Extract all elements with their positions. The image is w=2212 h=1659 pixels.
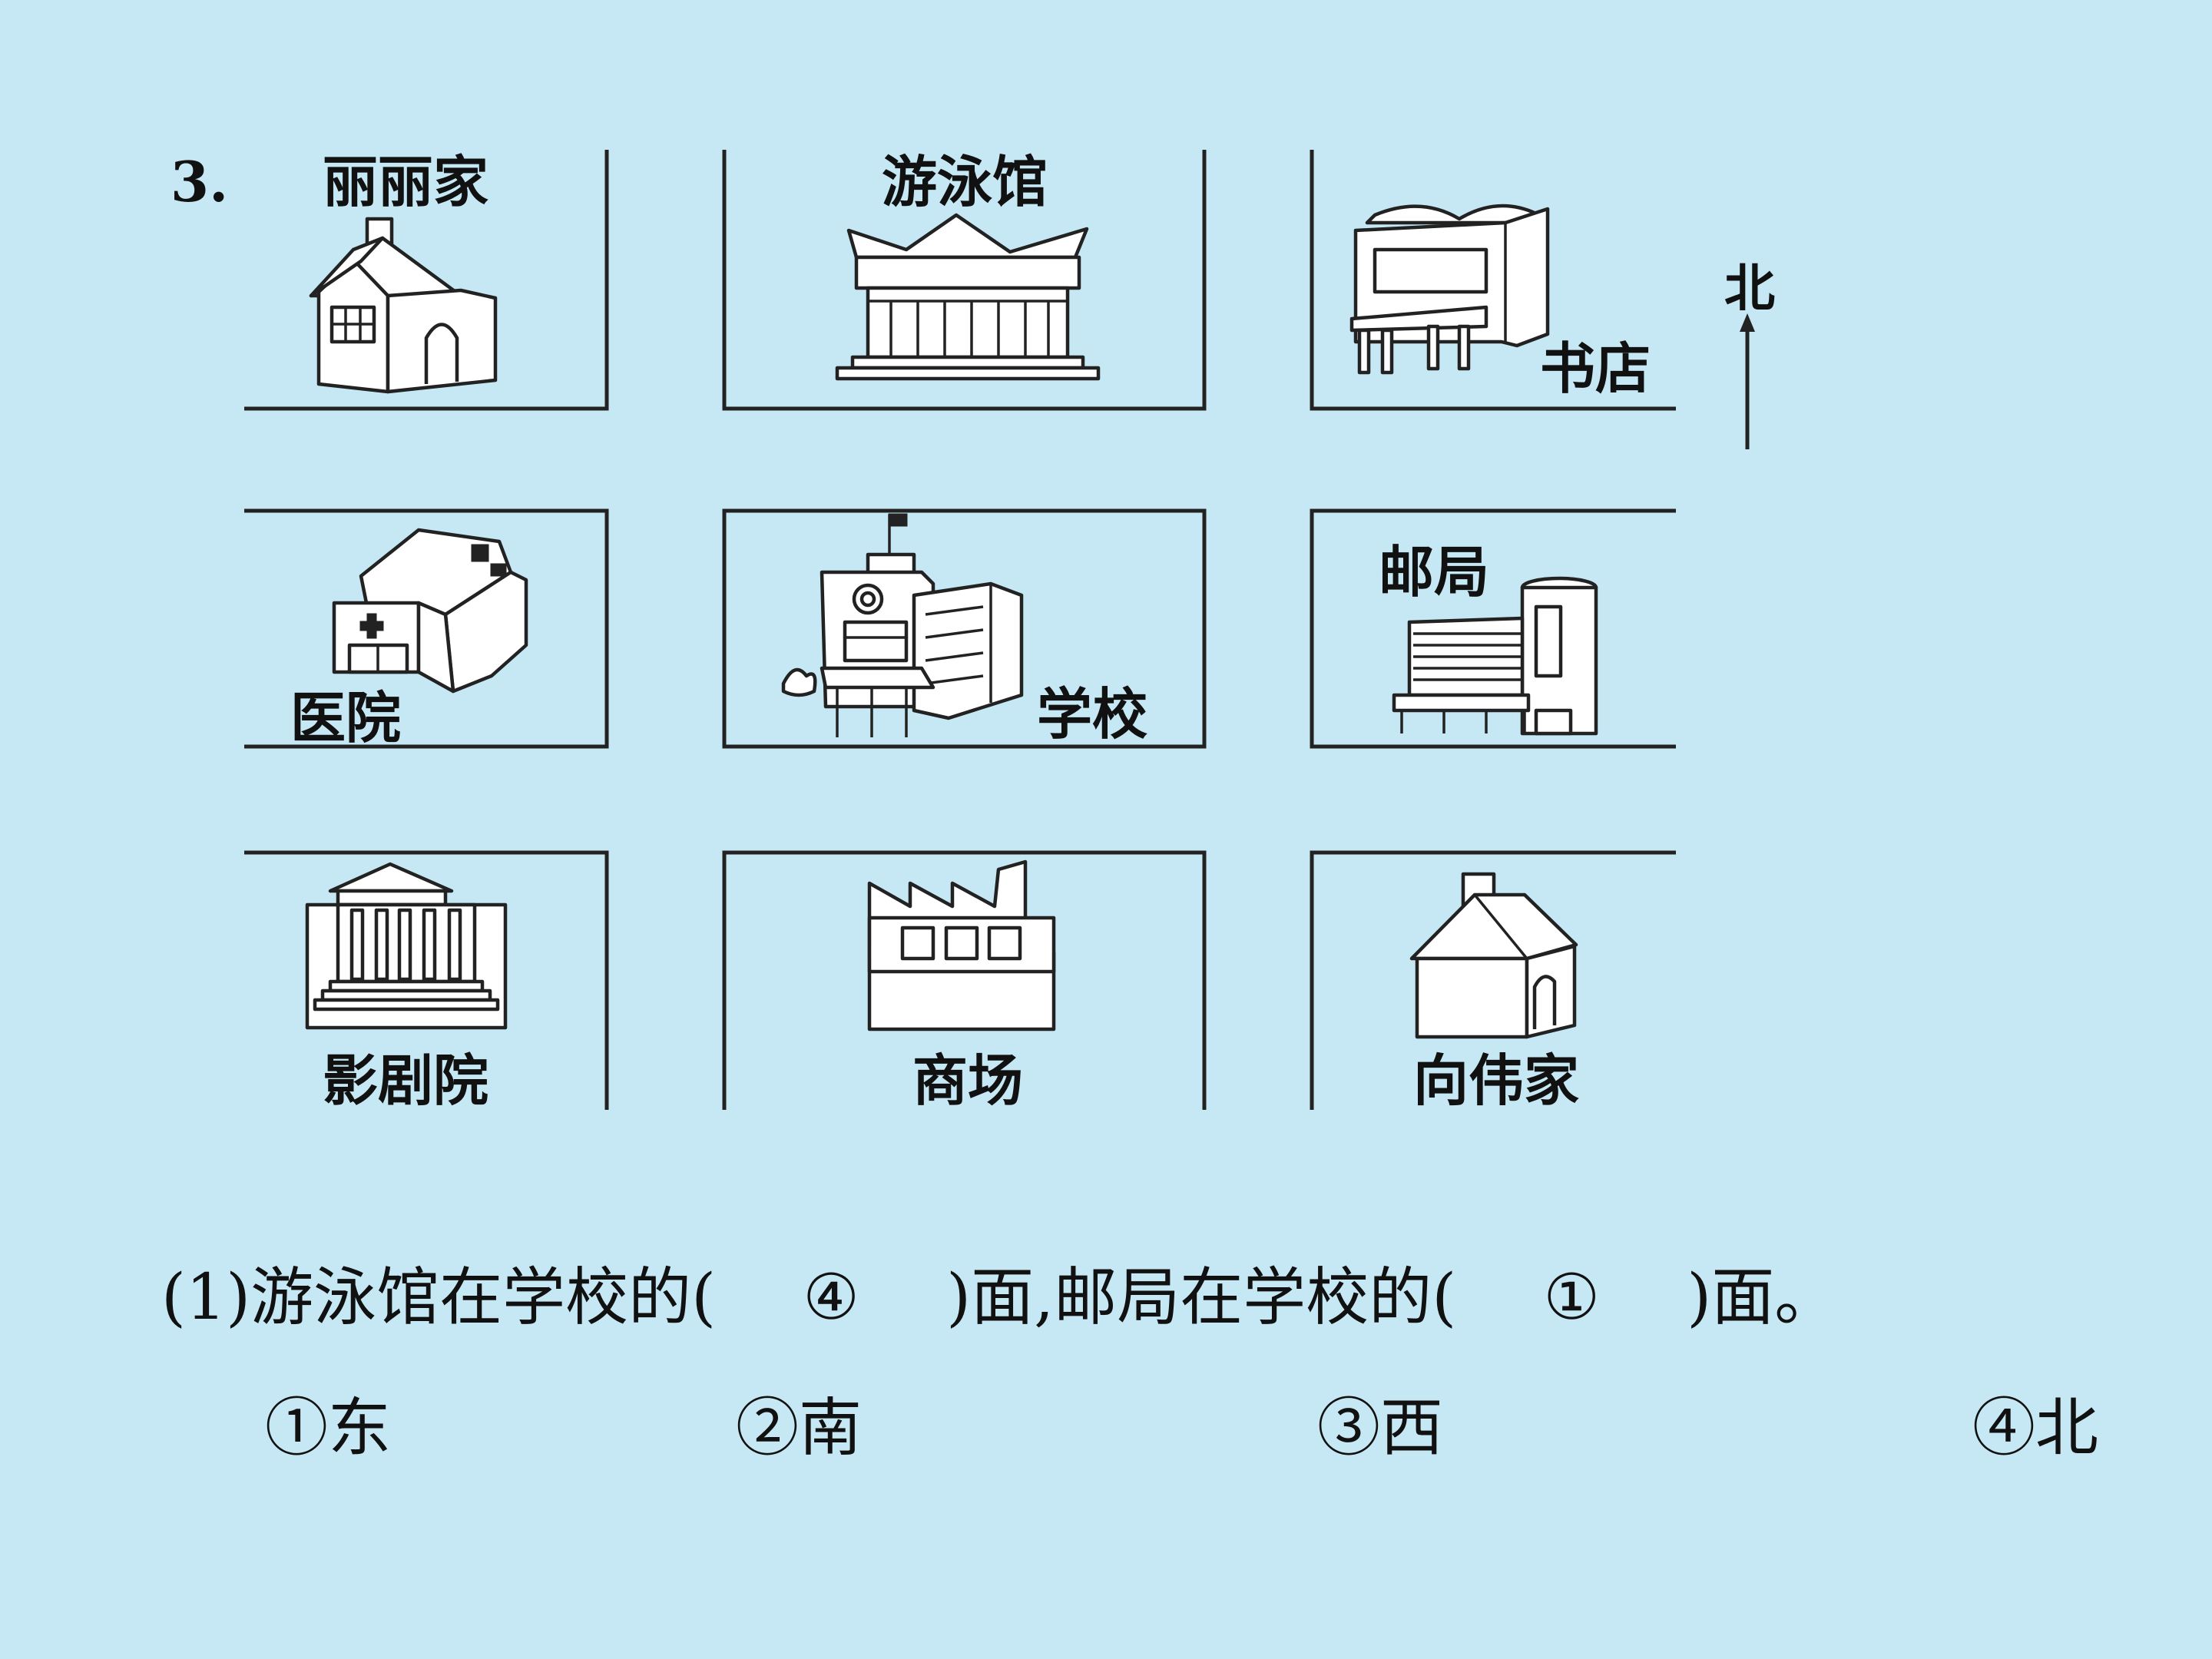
- question-line: (1)游泳馆在学校的( ④ )面,邮局在学校的( ① )面。: [161, 1260, 1837, 1336]
- answer-2: ①: [1543, 1261, 1600, 1334]
- north-arrow-icon: [1740, 313, 1755, 449]
- house-icon: [309, 217, 498, 394]
- house-icon: [1409, 872, 1578, 1039]
- answer-1: ④: [803, 1261, 859, 1334]
- label-xiangwei-home: 向伟家: [1413, 1048, 1579, 1113]
- block-swimming-pool: [722, 150, 1207, 411]
- label-bookstore: 书店: [1540, 336, 1651, 401]
- block-bookstore: [1310, 150, 1676, 411]
- option-east[interactable]: ①东: [265, 1392, 392, 1465]
- block-school: [722, 508, 1207, 749]
- mall-icon: [867, 859, 1056, 1031]
- block-lili-home: [244, 150, 609, 411]
- bookstore-icon: [1349, 204, 1550, 375]
- north-label: 北: [1724, 258, 1775, 318]
- theater-icon: [305, 862, 508, 1030]
- label-lili-home: 丽丽家: [323, 149, 488, 214]
- label-hospital: 医院: [290, 685, 401, 750]
- post-office-icon: [1392, 576, 1598, 736]
- school-icon: [781, 513, 1024, 737]
- question-middle: )面,邮局在学校的(: [946, 1261, 1457, 1334]
- label-post-office: 邮局: [1379, 539, 1489, 604]
- option-north[interactable]: ④北: [1972, 1392, 2099, 1465]
- label-theater: 影剧院: [323, 1048, 488, 1113]
- question-prefix: (1)游泳馆在学校的(: [161, 1261, 717, 1334]
- block-hospital: [244, 508, 609, 749]
- answer-blank-1[interactable]: ④: [716, 1260, 946, 1336]
- block-post-office: [1310, 508, 1676, 749]
- option-south[interactable]: ②南: [736, 1392, 863, 1465]
- label-swimming-pool: 游泳馆: [882, 149, 1048, 214]
- label-school: 学校: [1037, 681, 1147, 747]
- option-west[interactable]: ③西: [1317, 1392, 1444, 1465]
- block-xiangwei-home: [1310, 850, 1676, 1110]
- block-mall: [722, 850, 1207, 1110]
- question-suffix: )面。: [1687, 1261, 1838, 1334]
- answer-blank-2[interactable]: ①: [1456, 1260, 1687, 1336]
- swimming-pool-icon: [835, 213, 1101, 381]
- map-diagram: 3. 北 丽丽家 游泳馆 书店 医院 学校 邮局 影剧院 商场 向伟家: [171, 149, 1775, 1113]
- label-mall: 商场: [912, 1048, 1023, 1113]
- hospital-icon: [332, 528, 528, 694]
- question-number: 3.: [171, 149, 228, 214]
- block-theater: [244, 850, 609, 1110]
